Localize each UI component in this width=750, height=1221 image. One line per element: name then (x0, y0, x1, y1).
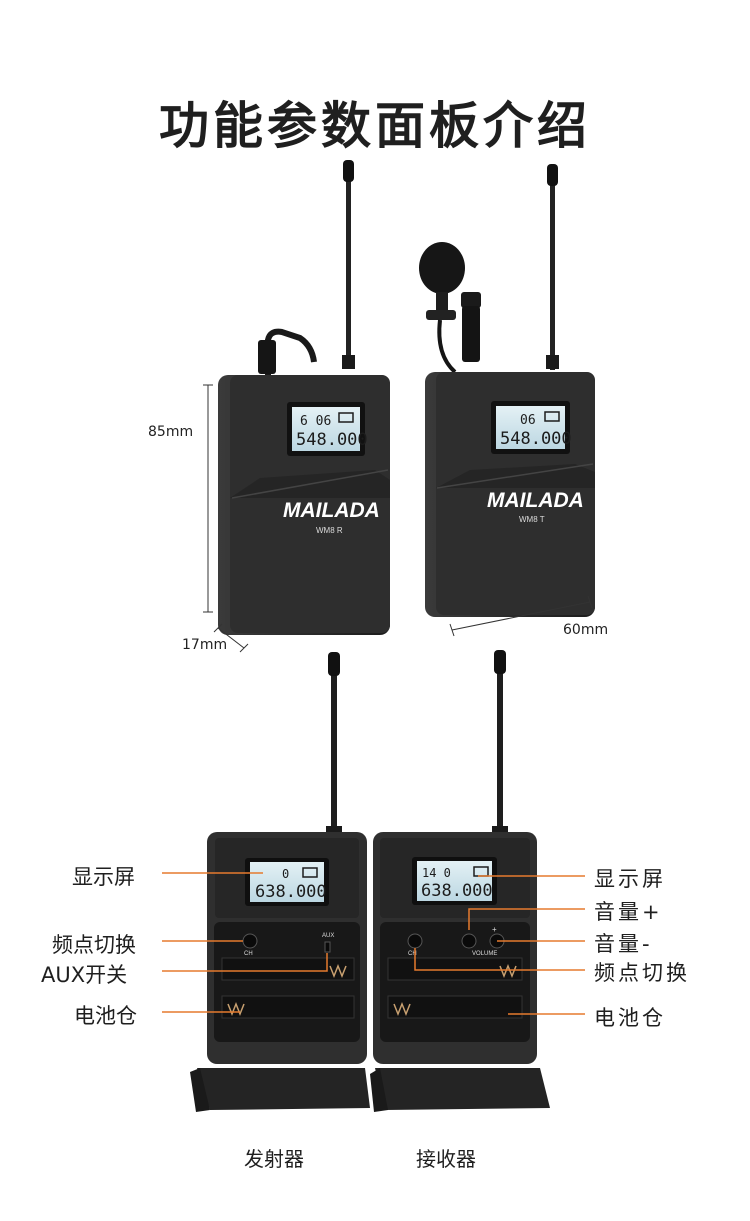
label-right-display: 显示屏 (594, 867, 666, 891)
tx-ch-text: CH (244, 951, 253, 957)
caption-receiver: 接收器 (416, 1147, 476, 1171)
transmitter-unit-bottom: 0 638.000 CH AUX (190, 652, 370, 1112)
receiver-lcd-line2: 548.000 (296, 430, 368, 450)
label-right-volume-plus: 音量+ (594, 900, 663, 924)
receiver-unit-top: 6 06 548.000 MAILADA WM8 R (218, 160, 390, 635)
label-right-battery: 电池仓 (594, 1006, 666, 1030)
callout-right-volume-plus (468, 908, 585, 930)
rx-volume-minus-button[interactable] (461, 933, 477, 949)
width-label: 60mm (563, 622, 609, 638)
label-right-channel-switch: 频点切换 (594, 961, 690, 985)
rx-lcd-line2: 638.000 (421, 881, 493, 901)
label-right-volume-minus: 音量- (594, 932, 653, 956)
transmitter-unit-top: 06 548.000 MAILADA WM8 T (419, 164, 595, 617)
tx-lcd-line1: 0 (282, 867, 289, 881)
rx-volume-text: VOLUME (472, 951, 497, 957)
callout-lines (162, 872, 585, 1015)
rx-ch-text: CH (408, 951, 417, 957)
transmitter-brand: MAILADA (487, 489, 584, 512)
label-left-aux-switch: AUX开关 (41, 963, 128, 987)
page-title: 功能参数面板介绍 (159, 97, 591, 155)
label-left-battery: 电池仓 (74, 1004, 137, 1028)
rx-plus-text: + (492, 925, 497, 934)
callout-right-channel (414, 948, 585, 971)
label-left-display: 显示屏 (72, 865, 135, 889)
tx-aux-switch[interactable] (324, 941, 331, 953)
depth-label: 17mm (182, 637, 228, 653)
tx-aux-text: AUX (322, 933, 334, 939)
transmitter-model: WM8 T (519, 515, 545, 524)
receiver-brand: MAILADA (283, 499, 380, 522)
tx-ch-button[interactable] (242, 933, 258, 949)
rx-ch-button[interactable] (407, 933, 423, 949)
rx-lcd-line1: 14 0 (422, 866, 451, 880)
receiver-model: WM8 R (316, 526, 343, 535)
callout-left-aux (162, 953, 328, 972)
receiver-unit-bottom: 14 0 638.000 CH VOLUME + (370, 650, 550, 1112)
tx-lcd-line2: 638.000 (255, 882, 327, 902)
caption-transmitter: 发射器 (244, 1147, 304, 1171)
receiver-lcd-line1: 6 06 (300, 414, 331, 429)
transmitter-lcd-line1: 06 (520, 413, 536, 428)
height-label: 85mm (148, 424, 194, 440)
dimension-lines (203, 384, 593, 653)
transmitter-lcd-line2: 548.000 (500, 429, 572, 449)
label-left-channel-switch: 频点切换 (52, 933, 136, 957)
